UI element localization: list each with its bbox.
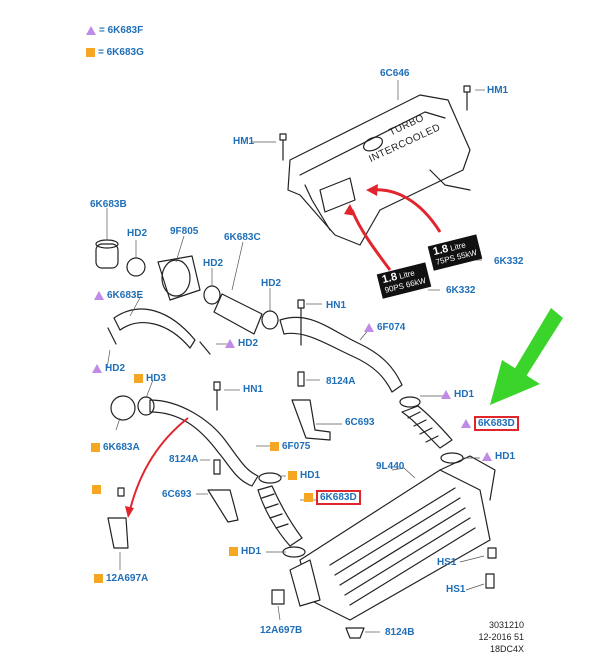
grommet-8124b: [345, 627, 365, 639]
square-icon: [86, 47, 95, 57]
intercooler-9l440: [289, 455, 496, 621]
screw-12a697a: [117, 487, 125, 497]
label-6k683b: 6K683B: [90, 199, 127, 210]
bolt-hs1-a: [487, 547, 497, 559]
square-icon: [229, 546, 238, 556]
adapter-9f805: [157, 255, 201, 301]
square-icon: [94, 573, 103, 583]
hose-6k683a: [110, 395, 136, 421]
label-hd2-e: HD2: [92, 363, 125, 374]
label-hd2-c: HD2: [261, 278, 282, 289]
square-icon: [134, 373, 143, 383]
clamp-hd1-a: [399, 396, 421, 408]
label-6c646: 6C646: [380, 68, 410, 79]
label-8124b: 8124B: [385, 627, 415, 638]
label-hn1-b: HN1: [243, 384, 264, 395]
stud-8124a-b: [213, 459, 221, 475]
triangle-icon: [482, 451, 492, 461]
clamp-hd2-b: [203, 285, 221, 305]
bolt-hn1-a: [297, 299, 305, 346]
label-9f805: 9F805: [170, 226, 199, 237]
stud-8124a-a: [297, 371, 305, 387]
hose-6k683e: [113, 308, 196, 349]
hose-6k683d-a: [401, 405, 453, 449]
label-hm1-left: HM1: [233, 136, 255, 147]
triangle-icon: [461, 418, 471, 428]
bolt-hs1-b: [485, 573, 495, 589]
pipe-6f074: [279, 316, 403, 393]
label-6k683d-left: 6K683D: [304, 490, 361, 505]
label-6k332-right: 6K332: [494, 256, 524, 267]
label-hd1-b: HD1: [482, 451, 515, 462]
label-hn1-a: HN1: [326, 300, 347, 311]
highlight-box: 6K683D: [474, 416, 519, 431]
footer-ref-1: 3031210: [488, 620, 524, 630]
legend-item-triangle: = 6K683F: [86, 25, 143, 36]
label-hd1-a: HD1: [441, 389, 474, 400]
label-6f075: 6F075: [270, 441, 310, 452]
square-icon: [91, 442, 100, 452]
hose-6k683b: [95, 239, 119, 269]
green-arrow: [490, 308, 563, 405]
label-hm1-top: HM1: [487, 85, 509, 96]
clamp-hd1-c: [258, 472, 282, 484]
label-6k683d-right: 6K683D: [461, 416, 519, 431]
clamp-hd1-b: [440, 452, 464, 464]
triangle-icon: [92, 363, 102, 373]
label-8124a-b: 8124A: [169, 454, 199, 465]
label-hd2-d: HD2: [225, 338, 258, 349]
clamp-hd3: [137, 396, 155, 416]
bracket-6c693-b: [207, 489, 239, 523]
label-hd1-d: HD1: [229, 546, 261, 557]
clamp-hd2-c: [261, 310, 279, 330]
label-12a697b: 12A697B: [260, 625, 303, 636]
label-6f074: 6F074: [364, 322, 405, 333]
label-6k332-left: 6K332: [446, 285, 476, 296]
label-6c693-b: 6C693: [162, 489, 192, 500]
label-hd2-a: HD2: [127, 228, 148, 239]
hose-6k683d-b: [257, 485, 303, 547]
label-hd2-b: HD2: [203, 258, 224, 269]
clamp-hd1-d: [282, 546, 306, 558]
sensor-12a697a: [107, 517, 129, 549]
red-arrow-cover-a: [371, 188, 442, 233]
triangle-icon: [225, 338, 235, 348]
bolt-hm1-left: [279, 133, 287, 161]
pipe-6k683c: [213, 293, 263, 335]
engine-cover-6c646: [287, 94, 471, 246]
square-icon: [270, 441, 279, 451]
bolt-hn1-b: [213, 381, 221, 411]
label-6k683a: 6K683A: [91, 442, 140, 453]
highlight-box: 6K683D: [316, 490, 361, 505]
label-hd3: HD3: [134, 373, 166, 384]
square-icon: [92, 484, 101, 494]
red-arrow-sensor: [129, 417, 189, 511]
clamp-hd2-a: [126, 257, 146, 277]
label-6k683e: 6K683E: [94, 290, 143, 301]
footer-ref-2: 12-2016 51: [478, 632, 524, 642]
triangle-icon: [441, 389, 451, 399]
label-6k683c: 6K683C: [224, 232, 261, 243]
label-hs1-b: HS1: [446, 584, 466, 595]
pipe-6f075: [149, 399, 259, 487]
label-6c693-a: 6C693: [345, 417, 375, 428]
triangle-icon: [364, 322, 374, 332]
triangle-icon: [94, 290, 104, 300]
label-9l440: 9L440: [376, 461, 405, 472]
triangle-icon: [86, 25, 96, 35]
legend-item-square: = 6K683G: [86, 47, 144, 58]
square-icon: [304, 492, 313, 502]
label-unnamed-square: [92, 484, 104, 495]
label-hd1-c: HD1: [288, 470, 320, 481]
sensor-12a697b: [271, 589, 285, 605]
label-12a697a: 12A697A: [94, 573, 148, 584]
bracket-6c693-a: [291, 399, 331, 441]
footer-ref-3: 18DC4X: [489, 644, 524, 654]
square-icon: [288, 470, 297, 480]
bolt-hm1-top: [463, 85, 471, 111]
label-8124a-a: 8124A: [326, 376, 356, 387]
label-hs1-a: HS1: [437, 557, 457, 568]
